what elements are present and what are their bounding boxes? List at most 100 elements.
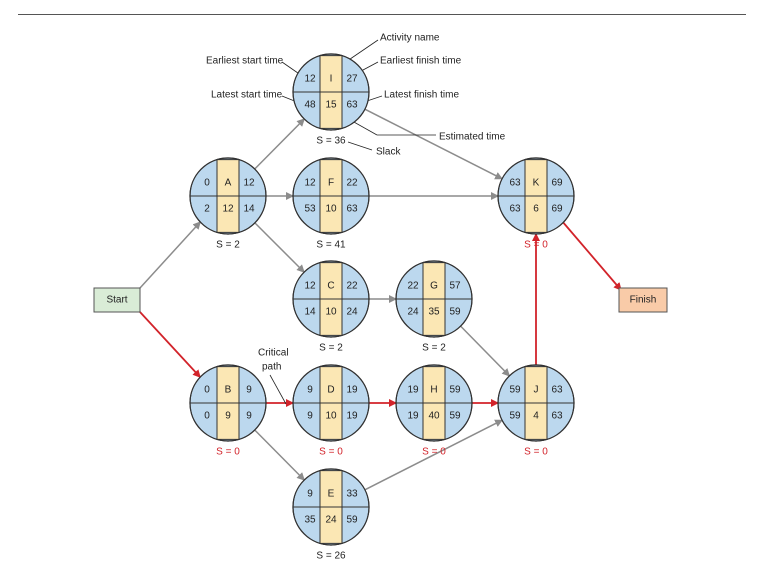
earliest-finish-value: 57 bbox=[449, 281, 461, 292]
activity-name: B bbox=[225, 385, 232, 396]
slack-label: S = 0 bbox=[524, 240, 548, 251]
earliest-finish-value: 9 bbox=[246, 385, 252, 396]
earliest-finish-value: 19 bbox=[346, 385, 358, 396]
annotation-latest-finish: Latest finish time bbox=[384, 90, 459, 101]
edges-layer bbox=[139, 108, 622, 491]
latest-start-value: 24 bbox=[407, 307, 419, 318]
top-rule bbox=[18, 14, 746, 15]
node-outline bbox=[292, 364, 370, 442]
latest-finish-value: 59 bbox=[449, 307, 461, 318]
estimated-time-value: 24 bbox=[325, 515, 337, 526]
estimated-time-value: 12 bbox=[222, 204, 234, 215]
finish-box-rect bbox=[618, 287, 668, 313]
start-box-rect bbox=[93, 287, 141, 313]
activity-name: D bbox=[327, 385, 334, 396]
edge-a-i bbox=[254, 118, 305, 170]
earliest-start-value: 9 bbox=[307, 385, 313, 396]
latest-finish-value: 63 bbox=[346, 100, 358, 111]
earliest-start-value: 0 bbox=[204, 385, 210, 396]
latest-finish-value: 63 bbox=[346, 204, 358, 215]
node-outline bbox=[292, 260, 370, 338]
finish-label: Finish bbox=[630, 295, 657, 306]
earliest-finish-value: 69 bbox=[551, 178, 563, 189]
latest-start-value: 59 bbox=[509, 411, 521, 422]
slack-label: S = 0 bbox=[319, 447, 343, 458]
edge-a-c bbox=[254, 222, 305, 273]
node-outline bbox=[292, 468, 370, 546]
node-outline bbox=[189, 364, 267, 442]
edge-start-a bbox=[139, 221, 201, 289]
activity-name: I bbox=[330, 74, 333, 85]
slack-label: S = 2 bbox=[422, 343, 446, 354]
earliest-finish-value: 33 bbox=[346, 489, 358, 500]
annotation-critical-path-1: Critical bbox=[258, 348, 289, 359]
earliest-finish-value: 22 bbox=[346, 281, 358, 292]
slack-label: S = 2 bbox=[216, 240, 240, 251]
earliest-finish-value: 22 bbox=[346, 178, 358, 189]
latest-finish-value: 59 bbox=[346, 515, 358, 526]
activity-name: K bbox=[533, 178, 540, 189]
earliest-finish-value: 63 bbox=[551, 385, 563, 396]
estimated-time-value: 35 bbox=[428, 307, 440, 318]
node-outline bbox=[395, 260, 473, 338]
node-e: 9 E 33 35 24 59 S = 26 bbox=[292, 468, 370, 562]
latest-finish-value: 19 bbox=[346, 411, 358, 422]
slack-label: S = 36 bbox=[316, 136, 346, 147]
latest-start-value: 2 bbox=[204, 204, 210, 215]
annotation-earliest-finish: Earliest finish time bbox=[380, 56, 462, 67]
estimated-time-value: 10 bbox=[325, 307, 337, 318]
edge-b-e bbox=[254, 429, 305, 481]
latest-start-value: 48 bbox=[304, 100, 316, 111]
earliest-start-value: 12 bbox=[304, 178, 316, 189]
start-label: Start bbox=[106, 295, 127, 306]
slack-label: S = 0 bbox=[216, 447, 240, 458]
edge-k-finish bbox=[562, 221, 622, 291]
latest-finish-value: 69 bbox=[551, 204, 563, 215]
estimated-time-value: 9 bbox=[225, 411, 231, 422]
earliest-start-value: 19 bbox=[407, 385, 419, 396]
slack-label: S = 26 bbox=[316, 551, 346, 562]
edge-e-j bbox=[364, 419, 504, 491]
start-box: Start bbox=[93, 287, 141, 313]
earliest-finish-value: 12 bbox=[243, 178, 255, 189]
latest-start-value: 35 bbox=[304, 515, 316, 526]
slack-label: S = 41 bbox=[316, 240, 346, 251]
annotation-estimated-time: Estimated time bbox=[439, 132, 506, 143]
node-outline bbox=[497, 157, 575, 235]
activity-name: J bbox=[534, 385, 539, 396]
slack-label: S = 2 bbox=[319, 343, 343, 354]
latest-start-value: 53 bbox=[304, 204, 316, 215]
latest-start-value: 14 bbox=[304, 307, 316, 318]
activity-name: E bbox=[328, 489, 335, 500]
earliest-start-value: 59 bbox=[509, 385, 521, 396]
edge-i-k bbox=[364, 108, 504, 180]
latest-finish-value: 63 bbox=[551, 411, 563, 422]
annotation-slack: Slack bbox=[376, 147, 401, 158]
latest-finish-value: 14 bbox=[243, 204, 255, 215]
annotations: Activity name Earliest start time Earlie… bbox=[206, 33, 506, 373]
latest-start-value: 0 bbox=[204, 411, 210, 422]
earliest-start-value: 12 bbox=[304, 281, 316, 292]
annotation-earliest-start: Earliest start time bbox=[206, 56, 284, 67]
annotation-latest-start: Latest start time bbox=[211, 90, 283, 101]
node-outline bbox=[189, 157, 267, 235]
edge-g-j bbox=[460, 325, 511, 377]
earliest-finish-value: 27 bbox=[346, 74, 358, 85]
estimated-time-value: 10 bbox=[325, 411, 337, 422]
estimated-time-value: 40 bbox=[428, 411, 440, 422]
edge-start-b bbox=[139, 311, 201, 378]
earliest-start-value: 9 bbox=[307, 489, 313, 500]
slack-label: S = 0 bbox=[422, 447, 446, 458]
activity-name: H bbox=[430, 385, 437, 396]
